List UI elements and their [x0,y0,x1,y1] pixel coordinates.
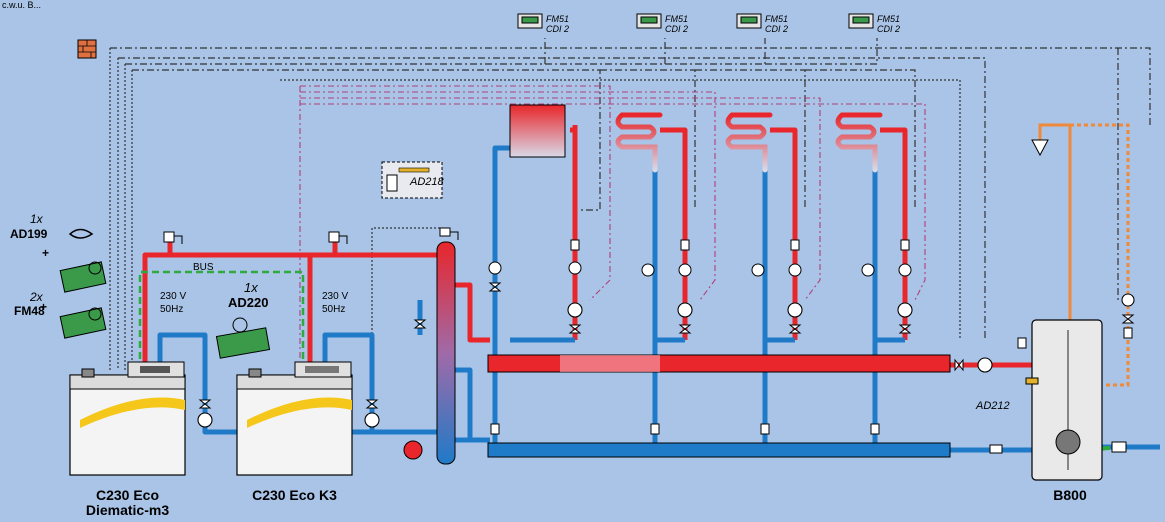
bus-line [138,270,305,370]
tank-label: B800 [1053,487,1087,503]
plus-sign-2: + [40,300,48,314]
check-valves [490,239,1133,454]
module-name: FM51 [546,14,570,24]
frequency-label-2: 50Hz [322,304,346,315]
module-label-3: FM51 CDI 2 [765,14,788,34]
plus-sign-1: + [42,246,50,260]
ad218-label: AD218 [410,176,444,188]
module-variant: CDI 2 [665,24,689,34]
hydraulic-separator [436,241,456,465]
thermometers [488,261,912,277]
frequency-label-1: 50Hz [160,304,184,315]
boiler-2-label: C230 Eco K3 [237,488,352,503]
module-label-1: FM51 CDI 2 [546,14,569,34]
boiler-1 [69,361,186,476]
zone-control-wiring [299,85,926,360]
module-variant: CDI 2 [546,24,570,34]
module-icons [517,13,874,29]
supply-header [487,354,951,373]
module-label-4: FM51 CDI 2 [877,14,900,34]
ad199-qty: 1x [30,212,43,226]
bus-label: BUS [193,262,214,273]
safety-valves [163,139,1049,244]
accessory-cards [59,228,271,359]
voltage-label-2: 230 V [322,291,349,302]
module-name: FM51 [665,14,689,24]
radiator-panel [509,104,566,158]
pumps [197,293,1135,428]
boiler-2 [236,361,353,476]
coil-emitters [615,112,883,173]
module-name: FM51 [765,14,789,24]
ad212-label: AD212 [976,400,1010,412]
voltage-label-1: 230 V [160,291,187,302]
expansion-vessel [403,440,423,460]
boiler-2-model: C230 Eco K3 [252,487,337,503]
module-name: FM51 [877,14,901,24]
outdoor-sensor-icon [77,39,97,59]
ad220-label: AD220 [228,295,269,310]
dhw-tank-b800 [1025,319,1103,481]
header-highlight [560,355,660,372]
dhw-pipes [1038,123,1130,387]
boiler-1-label: C230 Eco Diematic-m3 [70,488,185,518]
fm48-label: FM48 [14,304,45,318]
ad220-qty: 1x [244,280,258,295]
ad199-label: AD199 [10,227,48,241]
module-variant: CDI 2 [877,24,901,34]
boiler-1-model: C230 Eco [95,487,160,503]
module-variant: CDI 2 [765,24,789,34]
top-note: c.w.u. B... [2,0,42,10]
valves [198,282,1135,409]
module-label-2: FM51 CDI 2 [665,14,688,34]
return-header [487,442,951,458]
boiler-1-controller: Diematic-m3 [85,502,170,518]
fm48-qty: 2x [30,290,43,304]
